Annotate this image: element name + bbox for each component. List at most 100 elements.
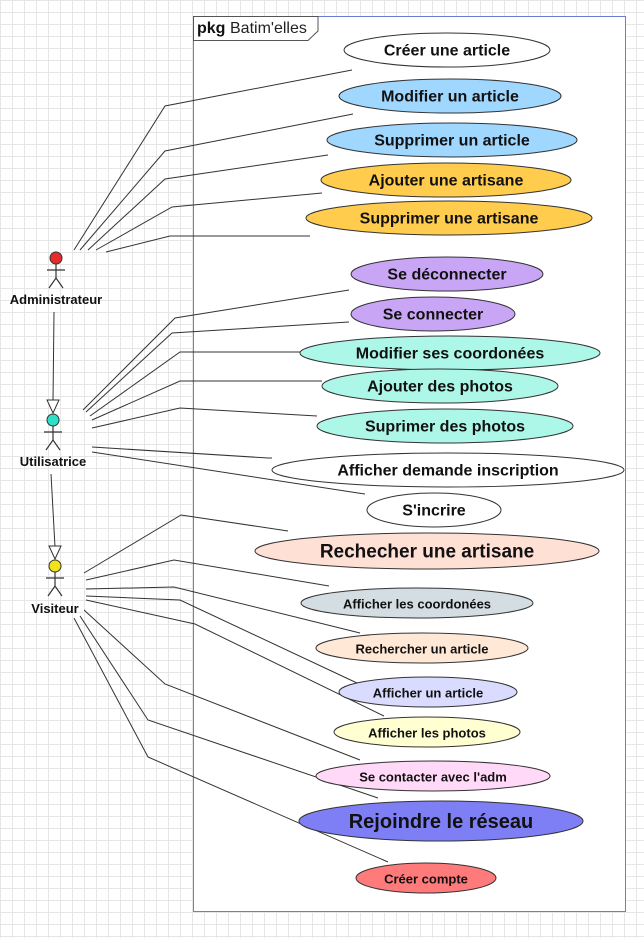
use-case-suprimer-des-photos[interactable]: Suprimer des photos bbox=[316, 408, 574, 444]
association-user-suprimer-des-photos bbox=[91, 407, 318, 429]
association-visitor-afficher-les-photos bbox=[85, 599, 385, 717]
association-user-se-deconnecter bbox=[82, 289, 350, 411]
package-name: Batim'elles bbox=[230, 20, 307, 37]
use-case-se-contacter-avec-l-adm[interactable]: Se contacter avec l'adm bbox=[315, 760, 551, 792]
actor-head bbox=[46, 413, 60, 427]
use-case-creer-compte[interactable]: Créer compte bbox=[355, 862, 497, 894]
generalization-admin-to-user bbox=[52, 311, 55, 402]
use-case-ajouter-une-artisane[interactable]: Ajouter une artisane bbox=[320, 162, 572, 198]
association-visitor-rejoindre-le-reseau bbox=[79, 615, 379, 799]
use-case-ajouter-des-photos[interactable]: Ajouter des photos bbox=[321, 368, 559, 404]
association-admin-ajouter-une-artisane bbox=[95, 192, 323, 251]
use-case-label: Rejoindre le réseau bbox=[349, 811, 534, 833]
use-case-label: Ajouter une artisane bbox=[369, 173, 524, 190]
association-admin-modifier-un-article bbox=[79, 113, 354, 251]
use-case-rejoindre-le-reseau[interactable]: Rejoindre le réseau bbox=[298, 800, 584, 842]
use-case-ellipse bbox=[254, 532, 600, 570]
association-visitor-rechercher-un-article bbox=[85, 586, 361, 634]
use-case-se-connecter[interactable]: Se connecter bbox=[350, 296, 516, 332]
use-case-modifier-un-article[interactable]: Modifier un article bbox=[338, 78, 562, 114]
package-keyword: pkg bbox=[197, 20, 225, 37]
generalization-user-to-visitor bbox=[50, 473, 56, 548]
use-case-ellipse bbox=[305, 200, 593, 236]
use-case-label: Modifier ses coordonées bbox=[356, 346, 545, 363]
association-user-s-incrire bbox=[91, 451, 366, 495]
package-tab bbox=[193, 16, 319, 41]
association-admin-supprimer-un-article bbox=[87, 154, 329, 251]
use-case-label: Créer une article bbox=[384, 43, 510, 60]
use-case-ellipse bbox=[355, 862, 497, 894]
use-case-label: S'incrire bbox=[402, 503, 465, 520]
use-case-ellipse bbox=[338, 676, 518, 708]
use-case-ellipse bbox=[315, 760, 551, 792]
use-case-label: Modifier un article bbox=[381, 89, 519, 106]
association-user-se-connecter bbox=[85, 321, 350, 413]
actor-label: Utilisatrice bbox=[20, 454, 86, 469]
association-user-modifier-ses-coordonees bbox=[89, 351, 300, 417]
actor-visiteur[interactable]: Visiteur bbox=[31, 559, 79, 616]
use-case-label: Se contacter avec l'adm bbox=[359, 770, 507, 785]
use-case-ellipse bbox=[350, 256, 544, 292]
association-visitor-se-contacter-avec-l-adm bbox=[83, 609, 361, 761]
actor-head bbox=[49, 251, 63, 265]
use-case-afficher-un-article[interactable]: Afficher un article bbox=[338, 676, 518, 708]
use-case-ellipse bbox=[321, 368, 559, 404]
generalization-user-to-visitor-head bbox=[48, 545, 62, 561]
use-case-ellipse bbox=[333, 716, 521, 748]
use-case-ellipse bbox=[320, 162, 572, 198]
use-case-se-deconnecter[interactable]: Se déconnecter bbox=[350, 256, 544, 292]
use-case-ellipse bbox=[300, 587, 534, 619]
use-case-label: Créer compte bbox=[384, 872, 468, 887]
association-user-afficher-demande-inscription bbox=[91, 446, 272, 459]
use-case-modifier-ses-coordonees[interactable]: Modifier ses coordonées bbox=[299, 335, 601, 371]
use-case-label: Ajouter des photos bbox=[367, 379, 513, 396]
association-admin-creer-une-article bbox=[73, 69, 353, 251]
use-case-ellipse bbox=[271, 452, 625, 488]
actor-administrateur[interactable]: Administrateur bbox=[10, 251, 102, 307]
use-case-label: Rechecher une artisane bbox=[320, 542, 534, 563]
actor-legs bbox=[47, 584, 63, 597]
generalizations bbox=[46, 311, 62, 561]
actor-label: Administrateur bbox=[10, 292, 102, 307]
use-case-ellipse bbox=[316, 408, 574, 444]
use-case-label: Afficher les photos bbox=[368, 726, 486, 741]
use-case-ellipse bbox=[298, 800, 584, 842]
actor-head bbox=[48, 559, 62, 573]
use-case-supprimer-une-artisane[interactable]: Supprimer une artisane bbox=[305, 200, 593, 236]
actor-utilisatrice[interactable]: Utilisatrice bbox=[20, 413, 86, 469]
association-visitor-rechecher-une-artisane bbox=[83, 514, 289, 574]
association-visitor-afficher-les-coordonees bbox=[85, 559, 330, 587]
use-case-rechercher-un-article[interactable]: Rechercher un article bbox=[315, 632, 529, 664]
association-visitor-afficher-un-article bbox=[85, 595, 358, 684]
use-case-label: Afficher un article bbox=[373, 686, 484, 701]
use-case-ellipse bbox=[343, 32, 551, 68]
association-user-ajouter-des-photos bbox=[91, 380, 322, 421]
use-case-label: Supprimer une artisane bbox=[360, 211, 539, 228]
actor-legs bbox=[45, 438, 61, 451]
use-case-ellipse bbox=[350, 296, 516, 332]
association-admin-supprimer-une-artisane bbox=[105, 235, 310, 253]
use-case-ellipse bbox=[326, 122, 578, 158]
use-case-supprimer-un-article[interactable]: Supprimer un article bbox=[326, 122, 578, 158]
use-case-label: Afficher demande inscription bbox=[337, 463, 558, 480]
use-case-ellipse bbox=[366, 492, 502, 528]
use-case-label: Rechercher un article bbox=[356, 642, 489, 657]
actor-label: Visiteur bbox=[31, 601, 78, 616]
generalization-admin-to-user-head bbox=[46, 399, 60, 415]
use-case-label: Se déconnecter bbox=[387, 267, 506, 284]
use-case-s-incrire[interactable]: S'incrire bbox=[366, 492, 502, 528]
use-case-afficher-les-coordonees[interactable]: Afficher les coordonées bbox=[300, 587, 534, 619]
actor-legs bbox=[48, 276, 64, 289]
use-case-creer-une-article[interactable]: Créer une article bbox=[343, 32, 551, 68]
use-case-rechecher-une-artisane[interactable]: Rechecher une artisane bbox=[254, 532, 600, 570]
use-case-ellipse bbox=[315, 632, 529, 664]
use-case-label: Supprimer un article bbox=[374, 133, 530, 150]
use-case-afficher-les-photos[interactable]: Afficher les photos bbox=[333, 716, 521, 748]
use-case-afficher-demande-inscription[interactable]: Afficher demande inscription bbox=[271, 452, 625, 488]
use-case-label: Se connecter bbox=[383, 307, 483, 324]
use-case-label: Suprimer des photos bbox=[365, 419, 525, 436]
use-case-ellipse bbox=[338, 78, 562, 114]
